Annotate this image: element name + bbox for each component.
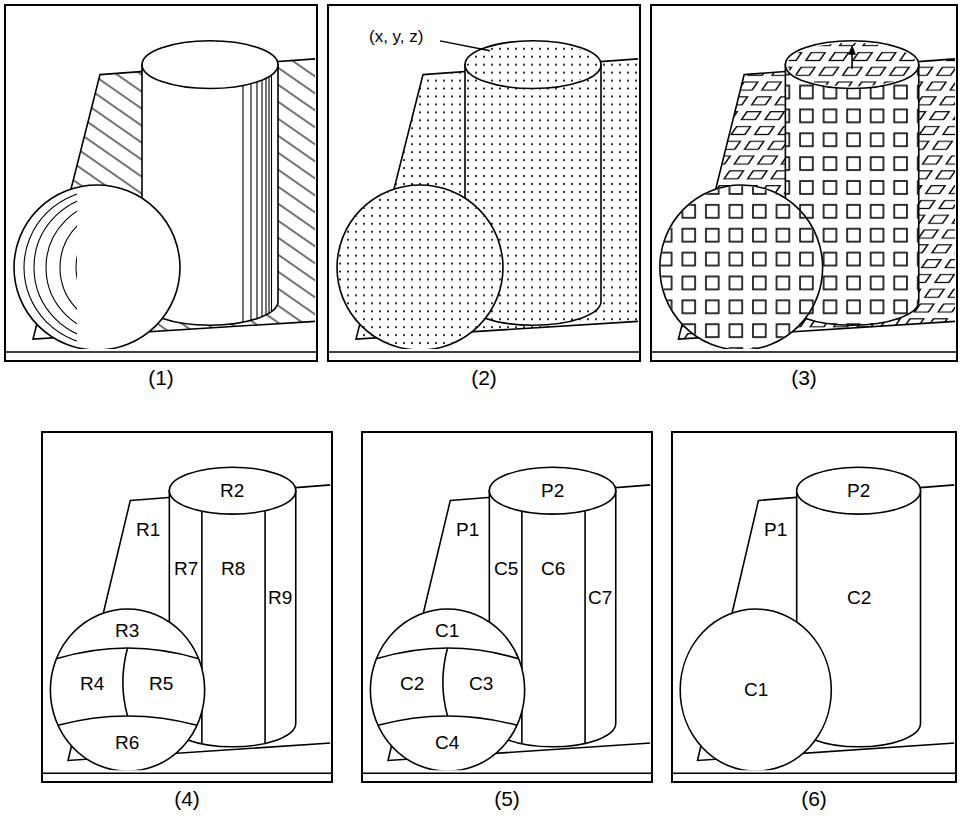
frame-inner-line (651, 351, 957, 352)
normal-arrowhead (848, 45, 856, 55)
panel-frame (328, 5, 640, 361)
cylinder-top (797, 467, 921, 514)
panel-number: (4) (42, 787, 332, 811)
shading-arc (60, 208, 77, 327)
scene (337, 41, 638, 349)
shading-arc (46, 201, 77, 334)
shading-line (265, 78, 266, 315)
region-label: R5 (147, 673, 175, 695)
panel-frame (42, 432, 332, 782)
shading-line (242, 86, 243, 323)
cylinder-top (785, 41, 918, 89)
region-label: C7 (586, 587, 614, 609)
region-label: R8 (219, 558, 247, 580)
frame-inner-line (42, 773, 332, 774)
region-boundary (378, 716, 517, 725)
frame-inner-line (328, 351, 640, 352)
panel-frame (651, 5, 957, 361)
panel-number: (6) (672, 787, 956, 811)
region-label: C6 (539, 558, 567, 580)
cylinder-top (169, 467, 295, 514)
figure-panel: (2) (328, 5, 640, 361)
scene (660, 41, 955, 349)
panel-art (370, 467, 652, 771)
sphere (337, 185, 503, 349)
cylinder-top (142, 41, 278, 89)
shading-line (261, 80, 262, 317)
figure-panel: (1) (5, 5, 317, 361)
region-boundary (443, 648, 448, 716)
sphere-texture (661, 186, 822, 349)
shading-line (256, 82, 257, 319)
region-label: R4 (78, 673, 106, 695)
sphere (14, 185, 180, 349)
cylinder-top (465, 41, 601, 89)
panel-art (337, 41, 640, 350)
region-label: R2 (218, 480, 246, 502)
scene (14, 41, 315, 349)
sphere-shading (24, 190, 77, 345)
panel-frame (362, 432, 652, 782)
panel-number: (3) (651, 366, 957, 390)
region-label: P1 (454, 519, 481, 541)
panel-art (50, 467, 332, 771)
shading-arc (24, 190, 77, 345)
frame-inner-line (5, 351, 317, 352)
cylinder-top-texture (787, 43, 916, 87)
shading-line (271, 75, 272, 312)
region-boundary (264, 511, 266, 744)
panel-frame (5, 5, 317, 361)
region-boundary (58, 716, 197, 725)
region-boundary (584, 511, 586, 744)
region-label: R6 (113, 732, 141, 754)
panel-art (14, 41, 317, 350)
region-label: P2 (539, 480, 566, 502)
cylinder-top-texture (467, 43, 599, 87)
region-label: C3 (467, 673, 495, 695)
cylinder-top (489, 467, 615, 514)
region-label: C2 (398, 673, 426, 695)
region-label: C1 (742, 679, 770, 701)
panel-frame (672, 432, 956, 782)
region-label: R9 (266, 587, 294, 609)
panel-art (680, 467, 956, 771)
panel-number: (2) (328, 366, 640, 390)
region-label: R7 (172, 558, 200, 580)
scene (680, 467, 954, 770)
shading-line (268, 77, 269, 314)
panel-number: (5) (362, 787, 652, 811)
frame-inner-line (672, 773, 956, 774)
frame-inner-line (362, 773, 652, 774)
figure-panel: (6) (672, 432, 956, 782)
coordinate-label: (x, y, z) (367, 27, 425, 47)
shading-line (250, 84, 251, 321)
region-label: P1 (762, 519, 789, 541)
scene (370, 467, 650, 770)
sphere-texture (338, 186, 502, 349)
region-label: R3 (113, 620, 141, 642)
sphere (680, 609, 831, 770)
sphere (660, 185, 823, 349)
region-label: C1 (433, 620, 461, 642)
leader-line (440, 41, 490, 51)
panel-art (660, 41, 957, 350)
region-label: C5 (492, 558, 520, 580)
scene (50, 467, 330, 770)
sphere (50, 609, 204, 770)
shading-arc (34, 195, 77, 340)
shading-arc (76, 216, 77, 319)
sphere (370, 609, 524, 770)
region-label: P2 (845, 480, 872, 502)
region-label: C4 (433, 732, 461, 754)
panel-number: (1) (5, 366, 317, 390)
region-label: R1 (134, 519, 162, 541)
region-boundary (123, 648, 128, 716)
figure-panel: (3) (651, 5, 957, 361)
region-label: C2 (845, 587, 873, 609)
